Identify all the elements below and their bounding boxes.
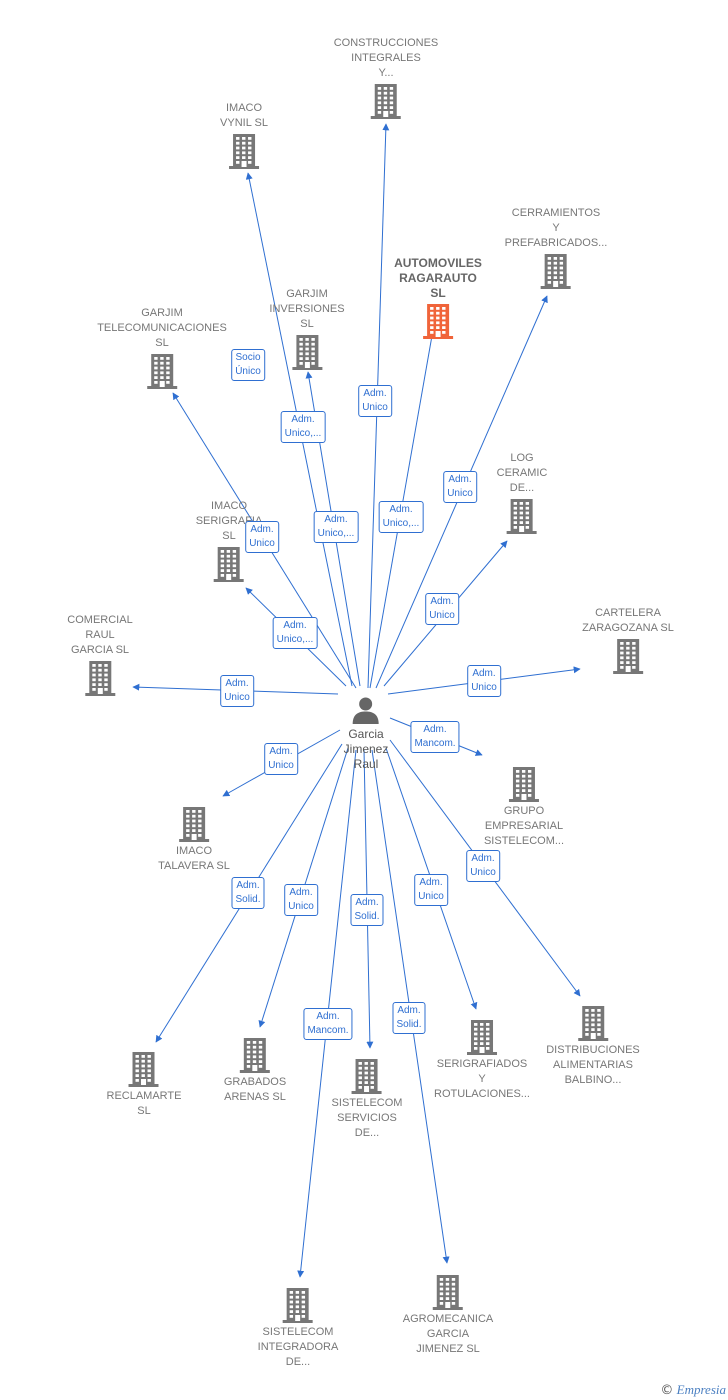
person-icon [353,697,379,724]
building-icon [352,1059,382,1094]
building-icon [506,499,537,534]
person-node[interactable]: Garcia Jimenez Raul [343,693,389,772]
edge-label-cerramientos[interactable]: Adm.Unico [443,471,477,503]
edge-label-distribuciones[interactable]: Adm.Unico [466,850,500,882]
edge-label-garjim-inversiones[interactable]: Adm.Unico,... [313,511,359,543]
edge-label-cartelera[interactable]: Adm.Unico [467,665,501,697]
building-icon [179,807,209,842]
building-icon [370,84,401,119]
building-icon [146,354,177,389]
building-icon [214,547,244,582]
building-icon [239,1038,270,1073]
building-icon [577,1006,608,1041]
edge-label-agromecanica[interactable]: Adm.Solid. [392,1002,426,1034]
building-icon [283,1288,313,1323]
building-icon [540,254,571,289]
edge-label-log-ceramic[interactable]: Adm.Unico [425,593,459,625]
building-icon [229,134,259,169]
building-icon [422,304,453,339]
building-icon [467,1020,497,1055]
edge-label-automoviles[interactable]: Adm.Unico,... [378,501,424,533]
edge-label-imaco-serigrafia[interactable]: Adm.Unico,... [272,617,318,649]
person-name: Garcia Jimenez Raul [343,727,389,771]
building-icon [85,661,115,696]
edge-label-comercial-raul[interactable]: Adm.Unico [220,675,254,707]
building-icon [508,767,539,802]
edge-label-grabados[interactable]: Adm.Unico [284,884,318,916]
building-icon [433,1275,463,1310]
building-icon [292,335,322,370]
edge-label-sistelecom-servicios[interactable]: Adm.Solid. [350,894,384,926]
edge-label-serigrafiados[interactable]: Adm.Unico [414,874,448,906]
edge-label-construcciones[interactable]: Adm.Unico [358,385,392,417]
edge-label-imaco-talavera[interactable]: Adm.Unico [264,743,298,775]
edge-label-sistelecom-integradora[interactable]: Adm.Mancom. [303,1008,353,1040]
edge-label-reclamarte[interactable]: Adm.Solid. [231,877,265,909]
brand-watermark: © Empresia [660,1382,726,1398]
edge-label-garjim-telecom[interactable]: Adm.Unico [245,521,279,553]
edge-label-imaco-vynil[interactable]: Adm.Unico,... [280,411,326,443]
building-icon [612,639,643,674]
edge-label-grupo-empresarial[interactable]: Adm.Mancom. [410,721,460,753]
building-icon [128,1052,159,1087]
